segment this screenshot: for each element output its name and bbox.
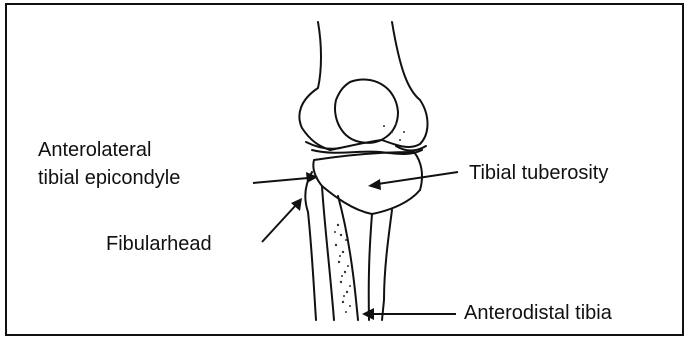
label-anterolateral-line1: Anterolateral <box>38 138 151 162</box>
label-anterolateral-line2: tibial epicondyle <box>38 166 180 190</box>
patella <box>335 80 398 143</box>
label-tibial-tuberosity: Tibial tuberosity <box>469 161 608 185</box>
femur <box>299 22 427 150</box>
tibia-plateau <box>313 152 422 214</box>
arrow-tibial-tuberosity <box>378 172 458 184</box>
fibula <box>305 172 316 320</box>
label-fibular-head: Fibularhead <box>106 232 212 256</box>
arrow-anterolateral <box>253 178 308 183</box>
arrow-fibular-head <box>262 205 296 242</box>
label-anterodistal-tibia: Anterodistal tibia <box>464 301 612 325</box>
tibia <box>338 196 358 320</box>
